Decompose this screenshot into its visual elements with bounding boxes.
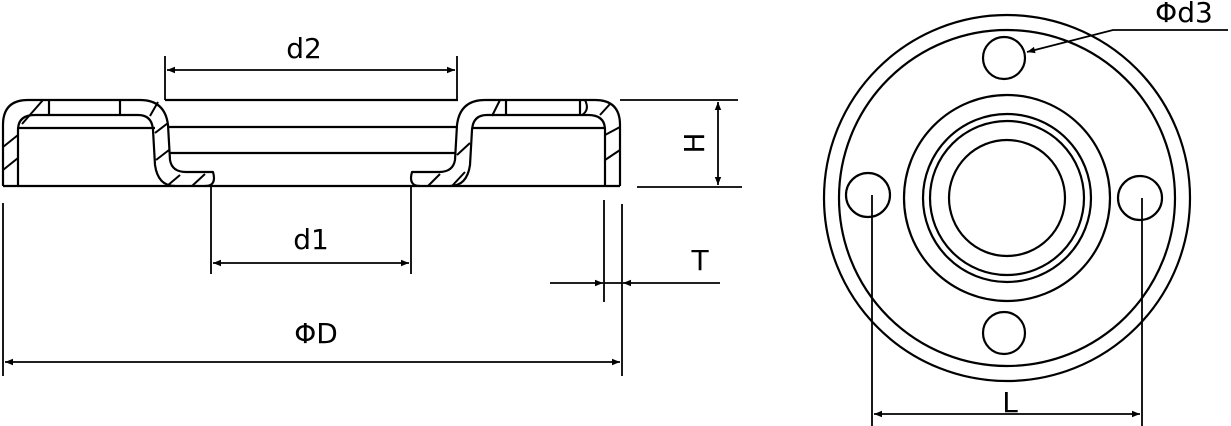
section-profile-left	[1, 98, 216, 188]
hatching-left	[2, 99, 206, 187]
bolt-hole-bottom	[981, 310, 1027, 356]
boss-ring	[902, 93, 1112, 303]
dimension-t: T	[550, 200, 720, 310]
label-l: L	[1002, 386, 1018, 419]
outer-ring	[822, 13, 1192, 383]
dimension-phi-d: ΦD	[2, 203, 623, 376]
section-center	[3, 98, 620, 188]
label-phi-d3: Φd3	[1155, 0, 1213, 29]
bore-ring	[947, 138, 1067, 258]
label-d1: d1	[293, 223, 329, 256]
section-profile-right	[409, 98, 622, 188]
label-phi-d: ΦD	[294, 317, 338, 350]
dimension-phi-d3: Φd3	[1026, 0, 1228, 54]
bolt-hole-top	[981, 35, 1027, 81]
dimension-d1: d1	[210, 186, 412, 274]
hatching-right	[427, 99, 621, 187]
label-d2: d2	[286, 32, 322, 65]
label-h: H	[678, 132, 711, 153]
section-view: d2 d1 H T ΦD	[1, 32, 742, 376]
collar-outer-ring	[921, 112, 1093, 284]
bolt-hole-left	[844, 171, 892, 219]
bolt-hole-right	[1116, 174, 1164, 222]
dimension-d2: d2	[164, 32, 458, 100]
collar-inner-ring	[928, 119, 1086, 277]
dimension-h: H	[620, 99, 742, 188]
label-t: T	[690, 244, 709, 277]
top-view: Φd3 L	[822, 0, 1228, 426]
dimension-l: L	[871, 195, 1143, 426]
flange-ring	[837, 28, 1177, 368]
